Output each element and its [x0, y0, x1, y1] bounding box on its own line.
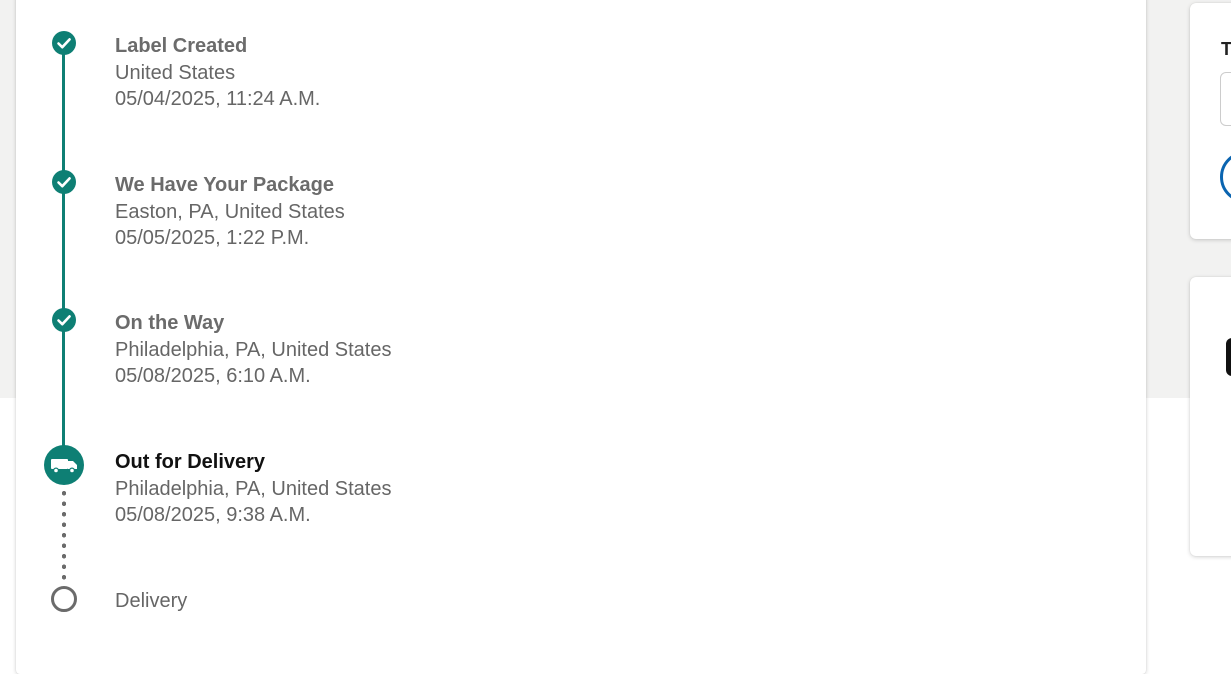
side-image [1226, 338, 1231, 376]
truck-icon [44, 445, 84, 485]
event-datetime: 05/05/2025, 1:22 P.M. [115, 227, 310, 249]
event-datetime: 05/08/2025, 6:10 A.M. [115, 365, 311, 387]
side-card-bottom [1190, 277, 1231, 556]
pending-status-circle [51, 586, 77, 612]
event-location: United States [115, 61, 236, 84]
timeline-progress-line [62, 43, 65, 462]
check-icon [52, 31, 76, 55]
timeline-event: On the Way Philadelphia, PA, United Stat… [115, 310, 391, 390]
event-datetime: 05/08/2025, 9:38 A.M. [115, 504, 311, 526]
event-location: Philadelphia, PA, United States [115, 477, 392, 500]
event-title: On the Way [115, 312, 225, 334]
event-title: Delivery [115, 590, 188, 612]
tracking-timeline-card [16, 0, 1146, 674]
event-location: Philadelphia, PA, United States [115, 338, 392, 361]
check-icon [52, 170, 76, 194]
event-title: We Have Your Package [115, 174, 335, 196]
timeline-event: Label Created United States 05/04/2025, … [115, 33, 320, 113]
timeline-event-current: Out for Delivery Philadelphia, PA, Unite… [115, 449, 391, 529]
side-input-field[interactable] [1220, 72, 1231, 126]
event-title: Label Created [115, 35, 248, 57]
timeline-event-pending: Delivery [115, 588, 187, 615]
event-title: Out for Delivery [115, 451, 266, 473]
check-icon [52, 308, 76, 332]
side-card-heading: T [1221, 39, 1231, 59]
timeline-pending-line [62, 488, 66, 584]
timeline-event: We Have Your Package Easton, PA, United … [115, 172, 345, 252]
event-datetime: 05/04/2025, 11:24 A.M. [115, 88, 321, 110]
event-location: Easton, PA, United States [115, 200, 345, 223]
